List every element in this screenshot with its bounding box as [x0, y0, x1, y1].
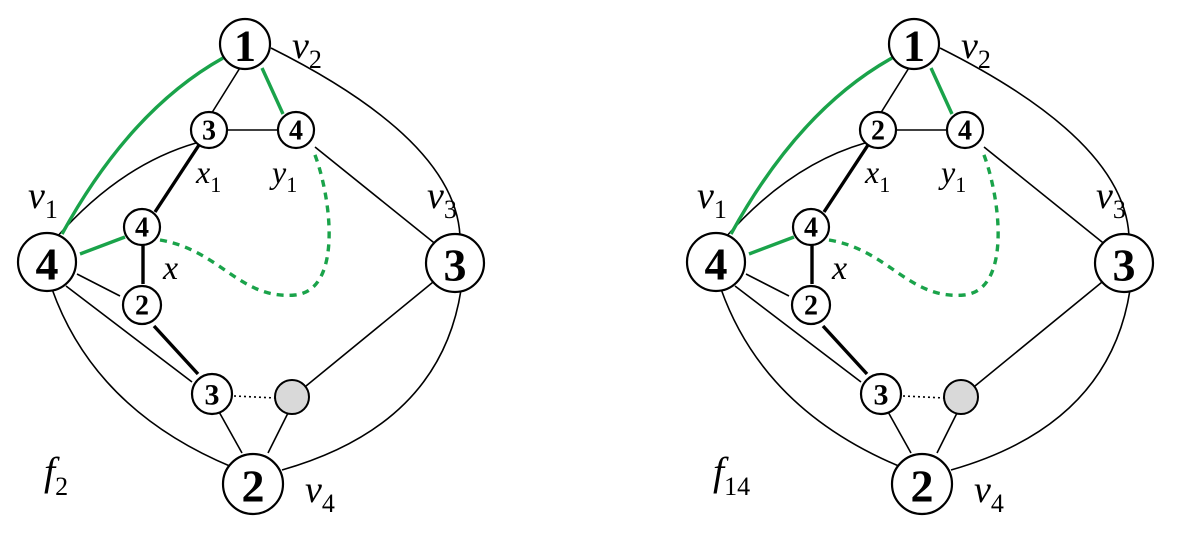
- edge-gray-v3: [974, 277, 1108, 387]
- node-n3: 3: [859, 372, 903, 416]
- node-x-label: 4: [804, 213, 818, 244]
- label-v2: v2: [961, 25, 991, 74]
- edge-v2-x1: [876, 62, 913, 120]
- edge-n2-n3-bold: [152, 324, 200, 376]
- edge-v1-x-green: [79, 235, 126, 256]
- edge-x-y1-green-dashed: [159, 149, 331, 297]
- edge-n3-v4: [217, 409, 243, 454]
- nodes: 1 2 4 4 4 2 3: [685, 17, 1155, 516]
- node-y1-label: 4: [289, 116, 303, 147]
- label-x1: x1: [864, 154, 890, 197]
- edge-v1-n2: [76, 273, 121, 297]
- edge-v2-y1-green: [929, 67, 954, 115]
- edge-v3-v4-arc: [950, 289, 1131, 471]
- label-v3: v3: [427, 175, 457, 224]
- vertex-labels: v2 v1 v3 v4 x1 y1 x: [28, 25, 457, 518]
- edge-v3-v4-arc: [281, 289, 462, 471]
- node-y1: 4: [945, 110, 985, 150]
- edge-v1-x1: [724, 142, 866, 239]
- node-v2-label: 1: [234, 22, 256, 71]
- node-n3-label: 3: [874, 379, 889, 412]
- node-v3: 3: [1093, 232, 1155, 294]
- edge-v1-v2-green: [729, 56, 893, 235]
- node-v3-label: 3: [444, 240, 467, 291]
- label-x: x: [162, 250, 178, 287]
- edge-v1-v2-green: [60, 56, 224, 235]
- label-v2: v2: [292, 25, 322, 74]
- edge-v2-y1-green: [260, 67, 285, 115]
- edges: [51, 47, 462, 471]
- edge-v2-v3-arc: [270, 47, 461, 237]
- edge-v1-n2: [745, 273, 790, 297]
- node-n3: 3: [190, 372, 234, 416]
- node-y1-label: 4: [958, 116, 972, 147]
- node-n2: 2: [790, 284, 832, 326]
- node-n2: 2: [121, 284, 163, 326]
- vertex-labels: v2 v1 v3 v4 x1 y1 x: [697, 25, 1126, 518]
- node-x: 4: [791, 207, 831, 247]
- node-x: 4: [122, 207, 162, 247]
- node-v4: 2: [221, 452, 285, 516]
- node-gray: [274, 379, 310, 415]
- edge-v1-v4-arc: [720, 288, 902, 468]
- node-v1: 4: [16, 231, 78, 293]
- node-n2-label: 2: [135, 291, 149, 322]
- nodes: 1 3 4 4 4 2 3: [16, 17, 486, 516]
- node-n3-label: 3: [205, 379, 220, 412]
- label-v1: v1: [697, 175, 727, 224]
- edge-gray-v4: [936, 412, 958, 454]
- panel-f14: 1 2 4 4 4 2 3: [685, 17, 1155, 518]
- edge-x1-x-bold: [822, 144, 870, 213]
- node-x1-label: 3: [202, 116, 216, 147]
- node-x-label: 4: [135, 213, 149, 244]
- node-v2-label: 1: [903, 22, 925, 71]
- node-v3: 3: [424, 232, 486, 294]
- edge-n2-n3-bold: [821, 324, 869, 376]
- edge-v1-n3: [65, 285, 193, 383]
- label-v4: v4: [974, 469, 1004, 518]
- node-v4-label: 2: [911, 461, 934, 512]
- edge-v1-x-green: [748, 235, 795, 256]
- label-y1: y1: [938, 154, 966, 197]
- node-x1: 3: [189, 110, 229, 150]
- edge-n3-v4: [886, 409, 912, 454]
- panel-f2: 1 3 4 4 4 2 3: [16, 17, 486, 518]
- node-v4: 2: [890, 452, 954, 516]
- node-v1: 4: [685, 231, 747, 293]
- caption-f2: f2: [44, 449, 68, 501]
- edge-x-y1-green-dashed: [828, 149, 1000, 297]
- node-v1-label: 4: [36, 239, 59, 290]
- edge-y1-v3: [983, 146, 1108, 247]
- label-y1: y1: [269, 154, 297, 197]
- edge-v1-v4-arc: [51, 288, 233, 468]
- edge-gray-v4: [267, 412, 289, 454]
- edge-n3-gray-dotted: [902, 395, 946, 399]
- label-v3: v3: [1096, 175, 1126, 224]
- edges: [720, 47, 1131, 471]
- node-gray: [943, 379, 979, 415]
- label-v1: v1: [28, 175, 58, 224]
- caption-f14: f14: [713, 449, 750, 501]
- edge-y1-v3: [314, 146, 439, 247]
- edge-n3-gray-dotted: [233, 395, 277, 399]
- node-v2: 1: [887, 17, 941, 71]
- node-x1: 2: [858, 110, 898, 150]
- node-n2-label: 2: [804, 291, 818, 322]
- edge-x1-x-bold: [153, 144, 201, 213]
- node-y1: 4: [276, 110, 316, 150]
- node-x1-label: 2: [871, 116, 885, 147]
- node-v2: 1: [218, 17, 272, 71]
- node-v4-label: 2: [242, 461, 265, 512]
- label-v4: v4: [305, 469, 335, 518]
- edge-gray-v3: [305, 277, 439, 387]
- node-v3-label: 3: [1113, 240, 1136, 291]
- label-x: x: [831, 250, 847, 287]
- edge-v1-x1: [55, 142, 197, 239]
- edge-v2-x1: [207, 62, 244, 120]
- edge-v1-n3: [734, 285, 862, 383]
- node-v1-label: 4: [705, 239, 728, 290]
- edge-v2-v3-arc: [939, 47, 1130, 237]
- label-x1: x1: [195, 154, 221, 197]
